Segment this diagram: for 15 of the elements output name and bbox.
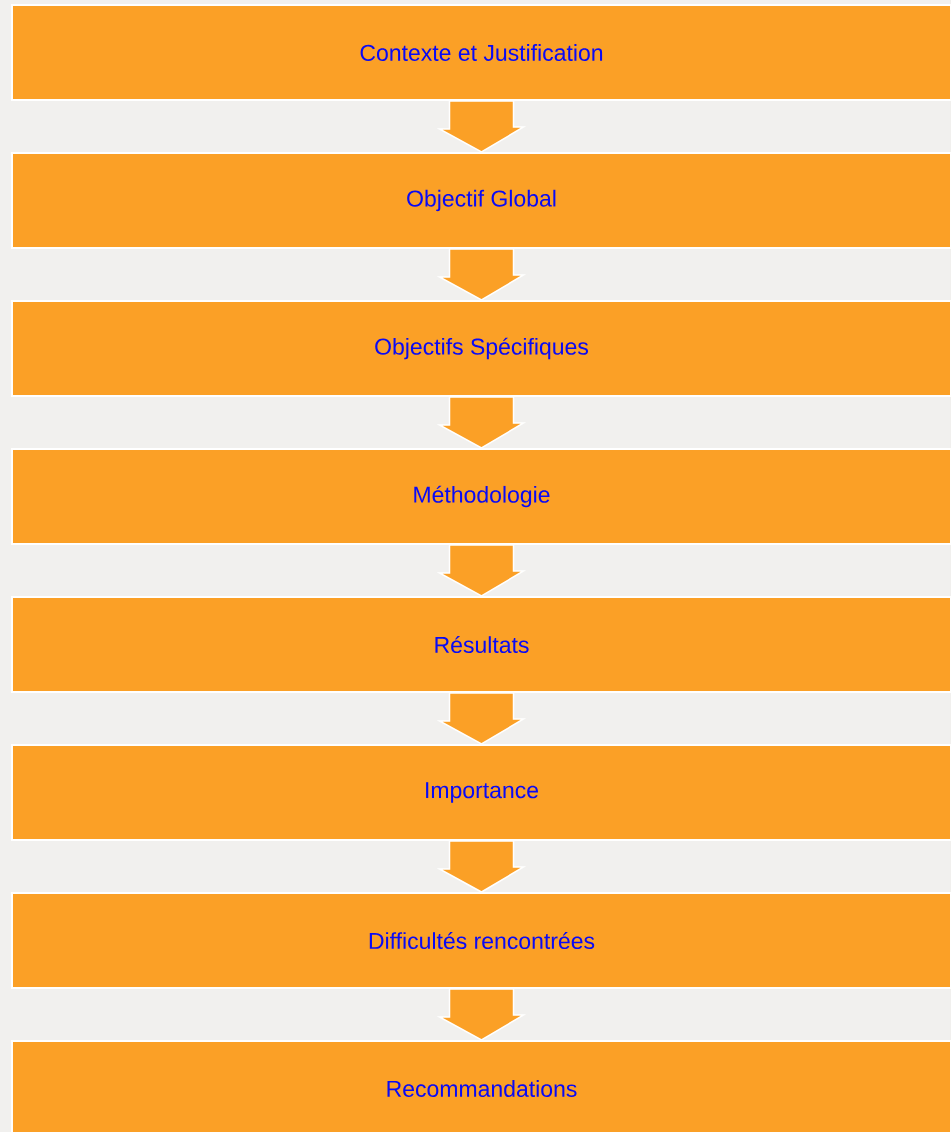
- block-arrow: [436, 840, 527, 893]
- process-box: Difficultés rencontrées: [11, 892, 951, 989]
- block-arrow: [436, 544, 527, 597]
- block-arrow: [436, 988, 527, 1041]
- block-arrow: [436, 692, 527, 745]
- block-arrow: [436, 396, 527, 449]
- process-box: Importance: [11, 744, 951, 841]
- block-arrow: [436, 248, 527, 301]
- process-box: Résultats: [11, 596, 951, 693]
- block-arrow: [436, 100, 527, 153]
- process-box: Méthodologie: [11, 448, 951, 545]
- process-box: Recommandations: [11, 1040, 951, 1132]
- process-box: Objectifs Spécifiques: [11, 300, 951, 397]
- process-box: Objectif Global: [11, 152, 951, 249]
- process-box: Contexte et Justification: [11, 4, 951, 101]
